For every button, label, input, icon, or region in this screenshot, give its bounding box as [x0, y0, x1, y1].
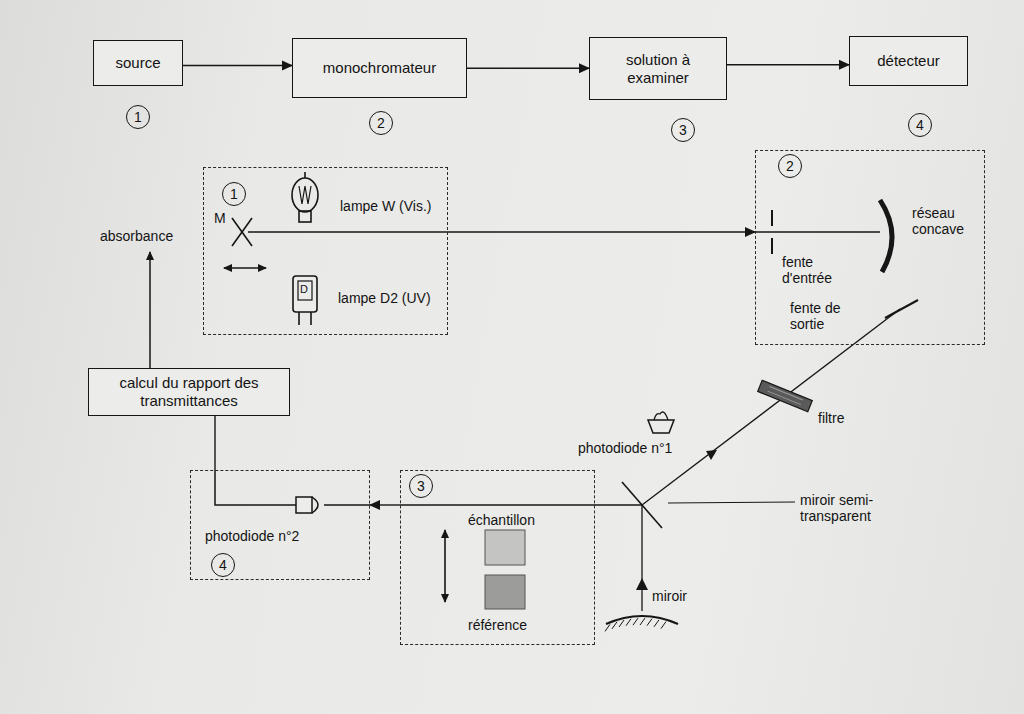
- monochromator-region: 2: [755, 150, 985, 345]
- callout-number: 1: [126, 105, 150, 129]
- box-label: détecteur: [877, 52, 940, 70]
- lamp-w-lead: [304, 172, 306, 178]
- process-box: détecteur: [849, 36, 968, 86]
- process-box: solution à examiner: [589, 37, 727, 100]
- connector-arrow: [370, 504, 400, 505]
- signal-wire: [215, 470, 296, 505]
- light-beam: [641, 505, 642, 611]
- part-label: lampe D2 (UV): [338, 290, 431, 306]
- connector-arrow: [448, 231, 755, 232]
- callout-number: 4: [211, 553, 235, 577]
- box-label: solution à examiner: [597, 51, 719, 87]
- beam-arrowhead: [706, 450, 717, 460]
- part-label: miroir: [652, 588, 687, 604]
- light-beam: [400, 504, 642, 505]
- photodiode-1: [654, 412, 668, 420]
- callout-number: 2: [369, 111, 393, 135]
- source-region: 1: [203, 167, 448, 335]
- lamp-w-bulb: [292, 178, 318, 212]
- light-beam: [755, 231, 880, 232]
- photodiode-2: [312, 497, 318, 513]
- box-label: source: [115, 54, 160, 72]
- callout-number: 2: [778, 154, 802, 178]
- process-box: source: [93, 40, 183, 86]
- hatch-stroke: [654, 620, 659, 627]
- filter-body: [758, 380, 813, 411]
- part-label: M: [214, 210, 226, 226]
- lamp-d2-body: [293, 276, 317, 312]
- concave-grating: [880, 200, 892, 272]
- process-box: monochromateur: [292, 38, 467, 98]
- light-beam: [642, 309, 900, 505]
- part-label: photodiode n°2: [205, 528, 299, 544]
- part-label: réseau concave: [912, 205, 978, 237]
- mirror-hatching: [605, 618, 666, 631]
- lamp-d2-window: [298, 281, 312, 300]
- part-label: lampe W (Vis.): [340, 198, 432, 214]
- reference-cell: [485, 575, 525, 609]
- callout-number: 3: [671, 118, 695, 142]
- motion-arrow: [224, 267, 266, 269]
- motion-arrow: [444, 530, 446, 602]
- entrance-slit: [771, 238, 773, 254]
- hatch-stroke: [605, 624, 610, 631]
- part-label: photodiode n°1: [578, 440, 672, 456]
- sample-cell: [485, 530, 525, 565]
- callout-number: 1: [222, 182, 246, 206]
- beam-arrowhead: [636, 578, 648, 590]
- lamp-w-base: [299, 211, 311, 222]
- lamp-w-filament: [299, 186, 311, 204]
- connector-arrow: [467, 67, 589, 69]
- photodiode-1: [648, 420, 674, 433]
- part-label: fente de sortie: [790, 300, 854, 332]
- box-label: monochromateur: [323, 59, 436, 77]
- photodiode-2: [296, 497, 312, 513]
- part-label: fente d'entrée: [782, 254, 848, 286]
- filter-stripe: [768, 391, 801, 404]
- part-label: miroir semi-transparent: [800, 492, 925, 524]
- hatch-stroke: [626, 619, 631, 626]
- hatch-stroke: [612, 622, 617, 629]
- filter-stripe: [769, 386, 802, 399]
- lamp-d2-pin: [310, 312, 312, 325]
- light-beam: [248, 231, 448, 232]
- filter: [758, 380, 813, 411]
- hatch-stroke: [661, 622, 666, 629]
- hatch-stroke: [619, 620, 624, 627]
- lamp-d2-pin: [298, 312, 300, 325]
- hatch-stroke: [640, 618, 645, 625]
- part-label: filtre: [818, 410, 844, 426]
- leader-line: [668, 502, 795, 503]
- box-label: calcul du rapport des transmittances: [96, 374, 282, 410]
- callout-number: 3: [409, 474, 433, 498]
- part-label: D: [300, 283, 308, 296]
- part-label: référence: [468, 617, 527, 633]
- computation-box: calcul du rapport des transmittances: [88, 368, 290, 416]
- connector-arrow: [183, 65, 292, 67]
- exit-slit: [885, 300, 918, 318]
- callout-number: 4: [908, 113, 932, 137]
- output-arrow: [149, 252, 151, 368]
- hatch-stroke: [633, 618, 638, 625]
- connector-arrow: [214, 416, 215, 470]
- part-label: échantillon: [468, 512, 535, 528]
- entrance-slit: [771, 210, 773, 226]
- detector-region: 4: [190, 470, 370, 580]
- light-beam: [324, 504, 370, 505]
- hatch-stroke: [647, 619, 652, 626]
- connector-arrow: [727, 64, 849, 66]
- part-label: absorbance: [100, 228, 173, 244]
